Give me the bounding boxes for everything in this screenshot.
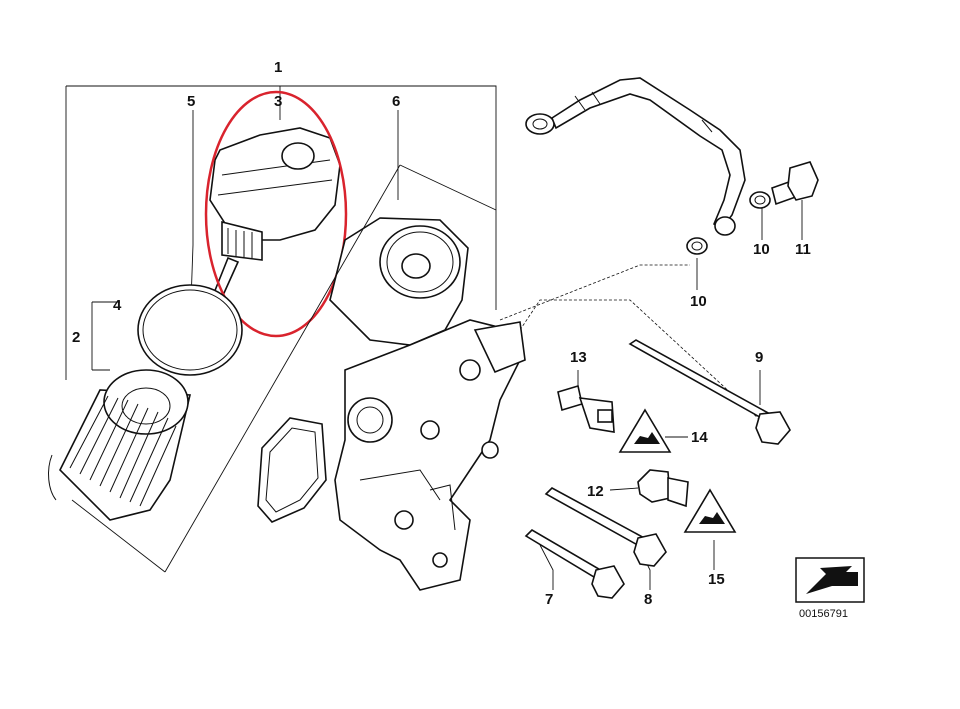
callout-10-lower: 10	[690, 293, 707, 310]
callout-14: 14	[691, 429, 708, 446]
washers	[686, 191, 771, 255]
o-rings	[137, 284, 243, 376]
pressure-sensor	[637, 469, 689, 508]
bolt-8	[544, 487, 667, 567]
callout-3: 3	[274, 93, 282, 110]
callout-10-upper: 10	[753, 241, 770, 258]
oil-filter-element	[48, 369, 191, 521]
callout-4: 4	[113, 297, 122, 314]
callout-2: 2	[72, 329, 80, 346]
callout-7: 7	[545, 591, 553, 608]
oil-filter-cap	[209, 127, 341, 304]
callout-12: 12	[587, 483, 604, 500]
callout-1: 1	[274, 59, 282, 76]
caution-triangle-icon-14	[618, 408, 672, 453]
bolt-7	[524, 528, 625, 599]
callout-labels: 1 2 3 4 5 6 7 8 9 10 10 11 12 13 14 15	[72, 59, 811, 608]
highlight-ellipse	[204, 90, 348, 338]
housing-gasket	[257, 417, 327, 523]
temperature-sensor	[557, 384, 615, 433]
oil-filter-housing	[329, 217, 526, 591]
callout-15: 15	[708, 571, 725, 588]
callout-11: 11	[795, 241, 811, 258]
bolt-9	[628, 339, 791, 445]
hollow-bolt	[771, 161, 819, 206]
leader-lines	[499, 200, 803, 590]
callout-5: 5	[187, 93, 195, 110]
arrow-icon[interactable]	[795, 557, 865, 603]
bracket-lines	[65, 85, 497, 380]
caution-triangle-icon-15	[683, 488, 737, 533]
callout-13: 13	[570, 349, 587, 366]
assembly-guides	[71, 164, 497, 573]
callout-9: 9	[755, 349, 763, 366]
callout-8: 8	[644, 591, 652, 608]
reference-number: 00156791	[799, 608, 848, 620]
oil-pipe	[525, 77, 746, 236]
callout-6: 6	[392, 93, 400, 110]
